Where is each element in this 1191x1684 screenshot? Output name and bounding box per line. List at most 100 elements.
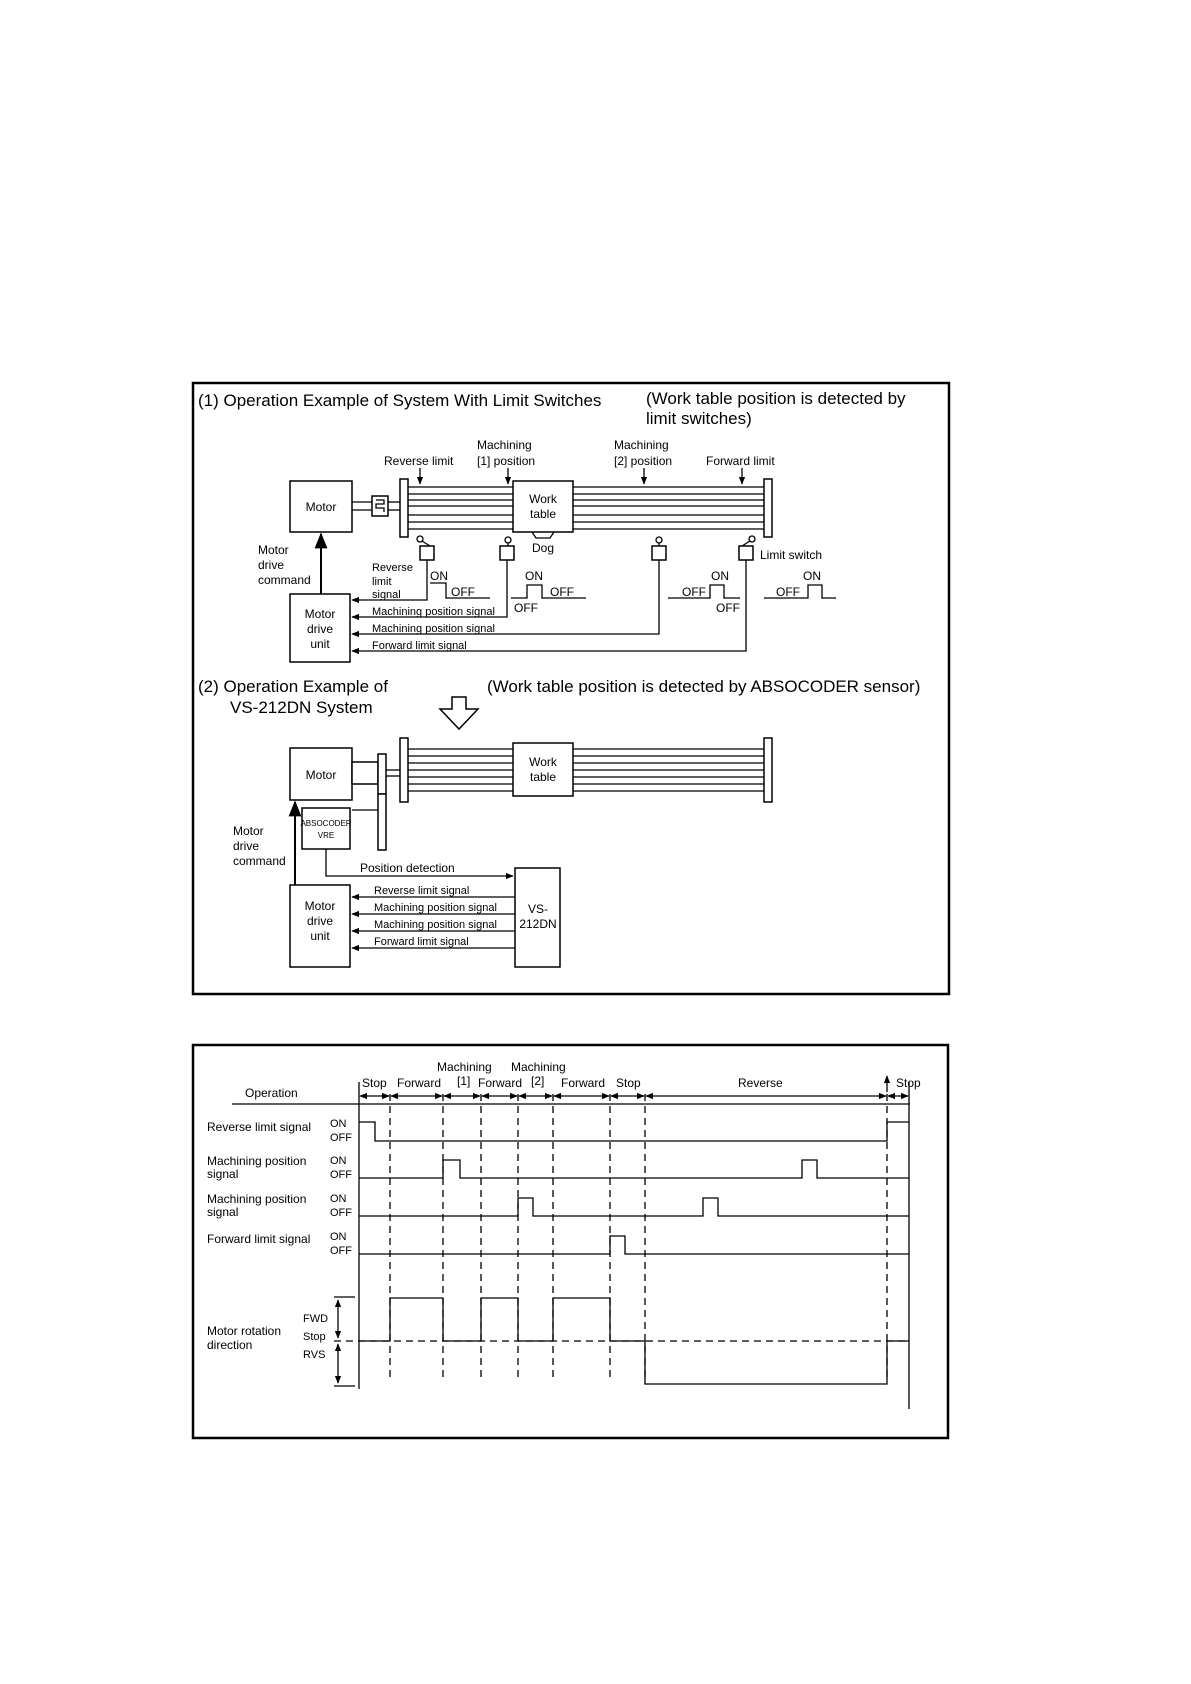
drive-unit-1-line3: unit (310, 637, 330, 651)
part1-note-line1: (Work table position is detected by (646, 389, 906, 408)
drive-unit-1 (289, 593, 351, 663)
motor-box-1 (289, 480, 353, 533)
svg-text:ON: ON (330, 1118, 347, 1130)
down-arrow-icon (438, 696, 480, 731)
label-reverse-limit: Reverse limit (384, 454, 454, 468)
cmd-1-line3: command (258, 573, 311, 587)
operation-label: Operation (245, 1086, 298, 1100)
figure1-frame (191, 381, 951, 996)
svg-text:ON: ON (330, 1193, 347, 1205)
wire-mach1-1 (351, 560, 508, 621)
vs-212dn-box (514, 867, 561, 968)
row-mach2-line1: Machining position (207, 1192, 306, 1206)
rev-sig-line3: signal (372, 589, 401, 601)
svg-text:Stop: Stop (362, 1076, 387, 1090)
row-motor-line2: direction (207, 1338, 252, 1352)
wire-mach2-1 (351, 560, 660, 638)
phase-dividers (358, 1082, 910, 1409)
wire-position-detection (325, 849, 514, 880)
cmd-1-line2: drive (258, 558, 284, 572)
work-table-1-line2: table (530, 507, 556, 521)
drive-unit-2-line3: unit (310, 929, 330, 943)
pulse-mach2: ON OFF OFF (668, 569, 740, 615)
limit-switch-mach2 (651, 536, 667, 561)
on-off-labels: ON OFF ON OFF ON OFF ON OFF FWD Stop RVS (303, 1118, 352, 1361)
end-plate-left-1 (399, 478, 409, 538)
sig-mach1-2: Machining position signal (374, 902, 497, 914)
svg-text:OFF: OFF (550, 585, 574, 599)
sig-mach1-1: Machining position signal (372, 606, 495, 618)
row-motor-line1: Motor rotation (207, 1324, 281, 1338)
absocoder-sensor (301, 807, 351, 850)
svg-text:OFF: OFF (330, 1207, 352, 1219)
wire-reverse-1 (351, 560, 428, 604)
work-table-1 (512, 480, 574, 533)
svg-text:OFF: OFF (514, 601, 538, 615)
wave-forward-limit (359, 1235, 909, 1255)
label-mach2-line2: [2] position (614, 454, 672, 468)
cmd-2-line1: Motor (233, 824, 264, 838)
pulse-reverse: ON OFF (430, 569, 490, 599)
rev-sig-line1: Reverse (372, 562, 413, 574)
sig-forward-1: Forward limit signal (372, 640, 467, 652)
label-mach1-line2: [1] position (477, 454, 535, 468)
motor-label-2: Motor (306, 768, 337, 782)
motor-box-2 (289, 747, 353, 801)
wave-motor-rotation (359, 1297, 909, 1385)
gear-connector-2 (351, 761, 379, 785)
svg-text:Forward: Forward (478, 1076, 522, 1090)
drive-unit-2-line1: Motor (305, 899, 336, 913)
wave-mach1 (359, 1159, 909, 1179)
drive-unit-1-line1: Motor (305, 607, 336, 621)
sig-mach2-2: Machining position signal (374, 919, 497, 931)
svg-text:Machining: Machining (437, 1060, 492, 1074)
svg-text:ON: ON (711, 569, 729, 583)
work-table-2 (512, 742, 574, 797)
limit-switch-label: Limit switch (760, 548, 822, 562)
coupling-1 (371, 495, 389, 517)
row-mach1-line1: Machining position (207, 1154, 306, 1168)
part1-note-line2: limit switches) (646, 409, 752, 428)
dog-label: Dog (532, 541, 554, 555)
svg-text:OFF: OFF (330, 1132, 352, 1144)
rails-1 (408, 486, 764, 530)
phase-labels: Stop Forward Machining [1] Forward Machi… (362, 1060, 921, 1090)
sig-reverse-2: Reverse limit signal (374, 885, 469, 897)
absocoder-label: ABSOCODER (300, 819, 351, 828)
svg-text:Forward: Forward (561, 1076, 605, 1090)
row-mach2-line2: signal (207, 1205, 238, 1219)
part1-heading: (1) Operation Example of System With Lim… (198, 391, 601, 410)
vs-line2: 212DN (519, 917, 556, 931)
dog-shape (531, 531, 555, 539)
work-table-2-line2: table (530, 770, 556, 784)
sig-forward-2: Forward limit signal (374, 936, 469, 948)
pulse-forward: ON OFF (764, 569, 836, 599)
absocoder-model: VRE (318, 831, 334, 840)
wave-mach2 (359, 1197, 909, 1217)
svg-text:[2]: [2] (531, 1074, 544, 1088)
pulley-bottom-2 (377, 793, 387, 851)
svg-text:OFF: OFF (330, 1245, 352, 1257)
svg-text:OFF: OFF (682, 585, 706, 599)
coupling-1-inner (375, 499, 385, 512)
svg-text:OFF: OFF (330, 1169, 352, 1181)
row-reverse-limit: Reverse limit signal (207, 1120, 311, 1134)
phase-arrows (359, 1075, 909, 1100)
svg-text:OFF: OFF (776, 585, 800, 599)
rails-2 (408, 748, 764, 792)
work-table-2-line1: Work (529, 755, 558, 769)
svg-text:Stop: Stop (303, 1331, 326, 1343)
part2-note: (Work table position is detected by ABSO… (487, 677, 920, 696)
work-table-1-line1: Work (529, 492, 558, 506)
part2-heading-line1: (2) Operation Example of (198, 677, 388, 696)
wave-reverse-limit (359, 1121, 909, 1142)
pulley-top-2 (377, 753, 387, 795)
sig-mach2-1: Machining position signal (372, 623, 495, 635)
label-mach2-line1: Machining (614, 438, 669, 452)
drive-unit-1-line2: drive (307, 622, 333, 636)
part2-heading-line2: VS-212DN System (230, 698, 373, 717)
label-forward-limit: Forward limit (706, 454, 775, 468)
end-plate-left-2 (399, 737, 409, 803)
svg-text:ON: ON (803, 569, 821, 583)
motor-label-1: Motor (306, 500, 337, 514)
